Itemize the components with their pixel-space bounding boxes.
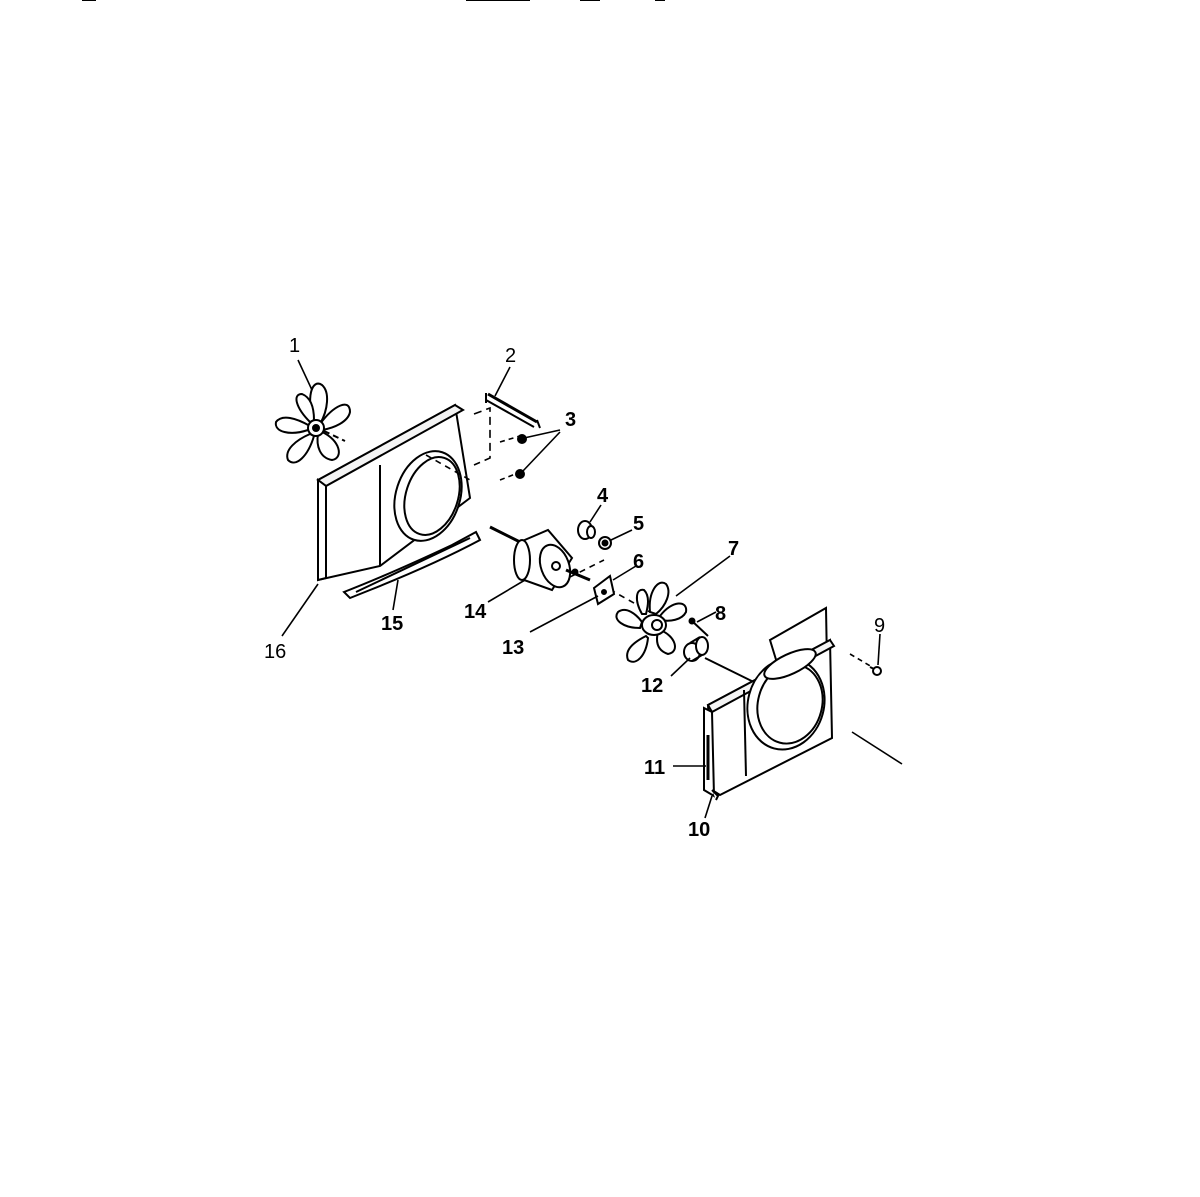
label-part-12: 12 <box>641 675 663 697</box>
label-part-5: 5 <box>633 513 644 535</box>
nut-part-5 <box>598 536 612 550</box>
base-strip-part-15 <box>342 530 482 600</box>
shroud-part-16 <box>316 403 472 582</box>
label-part-6: 6 <box>633 551 644 573</box>
bracket-part-2 <box>485 392 541 429</box>
condenser-fan-part-1 <box>274 382 352 464</box>
screws-part-3 <box>515 434 527 479</box>
label-part-10: 10 <box>688 819 710 841</box>
label-part-13: 13 <box>502 637 524 659</box>
label-part-11: 11 <box>644 757 665 779</box>
label-part-2: 2 <box>505 345 516 367</box>
leader-lines <box>281 359 881 819</box>
label-part-1: 1 <box>289 335 300 357</box>
coupling-part-12 <box>683 636 709 662</box>
label-part-16: 16 <box>264 641 286 663</box>
motor-mount-part-6-13 <box>592 574 616 606</box>
label-part-9: 9 <box>874 615 885 637</box>
screw-part-9 <box>869 666 882 676</box>
callout-labels: 1 2 3 4 5 6 7 8 9 10 11 12 13 14 15 16 <box>264 335 885 841</box>
blower-wheel-part-7 <box>615 581 688 663</box>
label-part-15: 15 <box>381 613 403 635</box>
assembly-lines <box>425 406 903 765</box>
label-part-7: 7 <box>728 538 739 560</box>
fan-motor-part-14 <box>489 525 591 592</box>
spacer-part-4 <box>577 520 596 540</box>
label-part-8: 8 <box>715 603 726 625</box>
blower-housing-part-10 <box>703 606 836 801</box>
label-part-3: 3 <box>565 409 576 431</box>
label-part-14: 14 <box>464 601 487 623</box>
clip-part-8 <box>688 617 709 637</box>
label-part-4: 4 <box>597 485 609 507</box>
